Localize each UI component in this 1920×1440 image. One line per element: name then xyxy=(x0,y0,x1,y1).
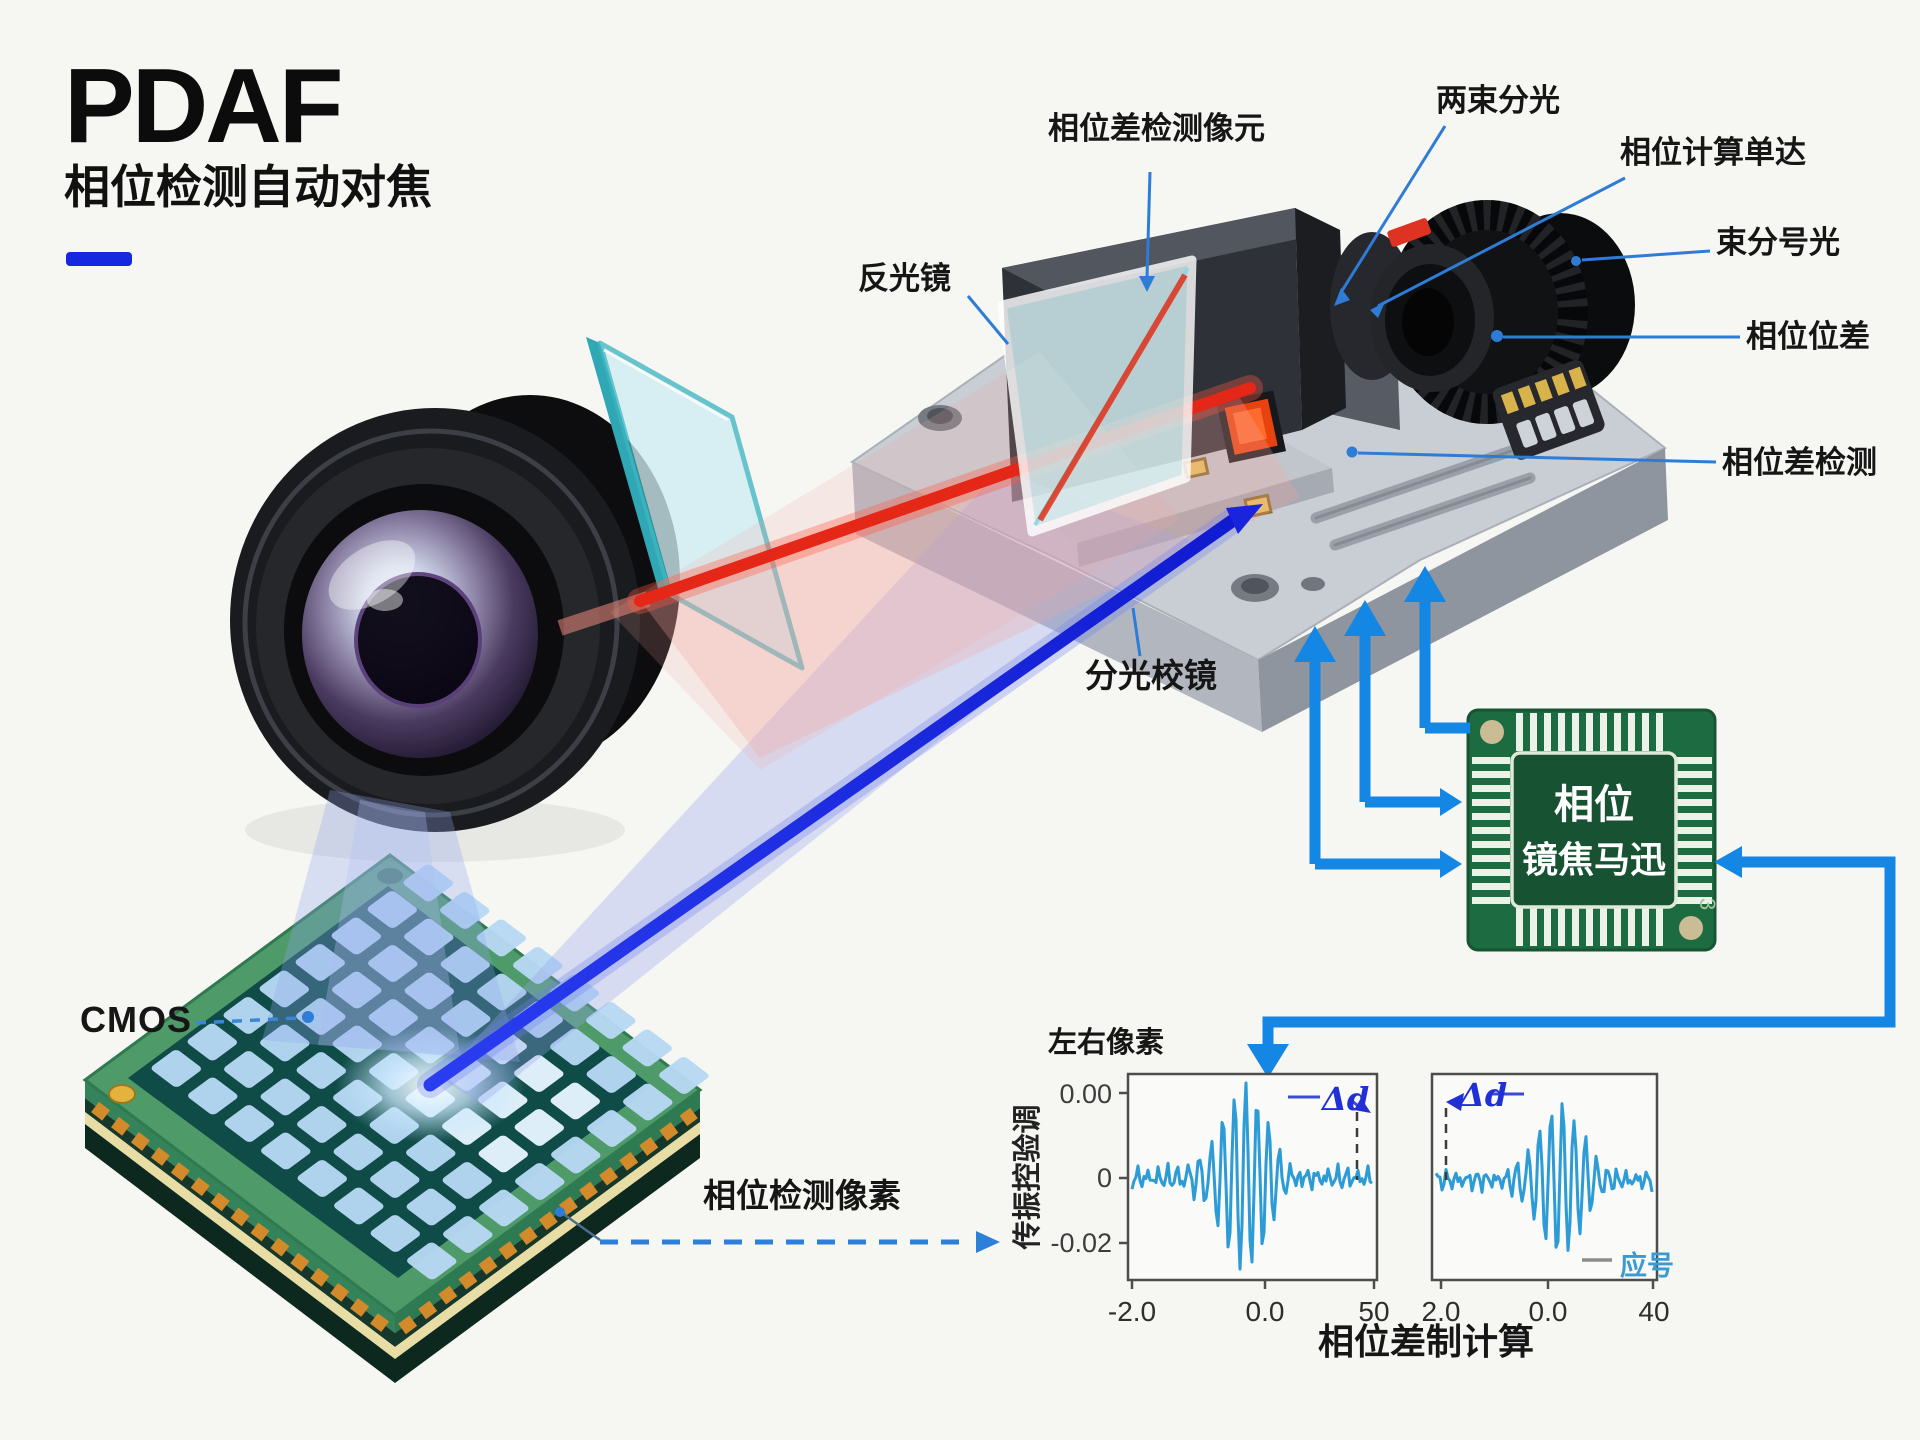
page-title: PDAF xyxy=(64,47,344,165)
gold-dot xyxy=(108,1084,136,1104)
delta-d-right: Δd xyxy=(1460,1076,1508,1114)
label-pd-detect: 相位差检测 xyxy=(1722,445,1877,480)
right-x-tick-0: 2.0 xyxy=(1421,1296,1461,1327)
chip-pins xyxy=(1472,713,1712,946)
board-hole xyxy=(377,868,403,884)
leader-arrowheads xyxy=(302,256,1581,1217)
dashed-leaders xyxy=(195,1016,1000,1253)
sensor-pins xyxy=(398,1107,698,1335)
driver-chip: 相位 镜焦马迅 3 xyxy=(1466,708,1720,952)
signal-flow-arrowheads xyxy=(1247,566,1742,1078)
page-subtitle: 相位检测自动对焦 xyxy=(64,161,432,213)
contact-chip xyxy=(1492,360,1605,460)
label-mirror: 反光镜 xyxy=(858,261,951,296)
correlation-charts xyxy=(1119,1072,1659,1289)
camera-lens xyxy=(230,395,680,862)
led-window xyxy=(1216,390,1286,464)
blue-beam-arrowhead xyxy=(1226,504,1263,534)
beam-splitter-prism xyxy=(997,255,1197,537)
sensor-pins xyxy=(91,1101,392,1335)
mount-red-index-dot xyxy=(1387,218,1431,247)
screw-hole xyxy=(918,405,962,431)
y-tick-2: -0.02 xyxy=(1050,1228,1112,1258)
label-beam-splitter: 分光校镜 xyxy=(1085,657,1217,694)
chip-text-line1: 相位 xyxy=(1554,783,1634,827)
accent-dash xyxy=(66,252,132,266)
label-cmos: CMOS xyxy=(80,999,192,1040)
left-x-tick-1: 0.0 xyxy=(1245,1296,1285,1327)
y-tick-1: 0 xyxy=(1096,1163,1112,1193)
signal-flow-arrows xyxy=(1262,600,1896,1048)
label-two-beams: 两束分光 xyxy=(1436,83,1560,118)
label-pd-pixel-unit: 相位差检测像元 xyxy=(1048,111,1265,146)
chip-corner-mark: 3 xyxy=(1695,898,1720,910)
left-x-tick-0: -2.0 xyxy=(1107,1296,1157,1327)
label-phase-diff: 相位位差 xyxy=(1746,319,1870,354)
lens-mount xyxy=(1330,200,1635,424)
chart-x-title: 相位差制计算 xyxy=(1318,1321,1535,1362)
red-beam-in-prism xyxy=(1037,273,1188,522)
blue-beam xyxy=(417,504,1263,1098)
right-x-tick-2: 40 xyxy=(1638,1296,1670,1327)
chip-fiducial xyxy=(1679,916,1703,940)
half-mirror-plate xyxy=(586,337,805,671)
left-x-tick-2: 50 xyxy=(1358,1296,1390,1327)
small-hole xyxy=(1301,577,1325,591)
label-beam-split-light: 束分号光 xyxy=(1716,225,1840,260)
chip-text-line2: 镜焦马迅 xyxy=(1522,839,1666,880)
waveform-left xyxy=(1130,1081,1374,1271)
right-x-tick-1: 0.0 xyxy=(1528,1296,1568,1327)
chart-legend: 应号 xyxy=(1620,1251,1674,1281)
y-tick-0: 0.00 xyxy=(1059,1079,1112,1109)
chip-fiducial xyxy=(1480,720,1504,744)
screw-hole xyxy=(1231,574,1279,602)
light-cone-lens-to-sensor xyxy=(262,790,520,1062)
label-leaders xyxy=(561,125,1740,1242)
chart-title-left: 左右像素 xyxy=(1048,1027,1165,1059)
label-pd-pixels: 相位检测像素 xyxy=(703,1177,901,1214)
label-phase-calc-unit: 相位计算单达 xyxy=(1620,135,1806,170)
waveform-right xyxy=(1434,1102,1654,1252)
delta-d-left: Δd xyxy=(1322,1080,1370,1118)
